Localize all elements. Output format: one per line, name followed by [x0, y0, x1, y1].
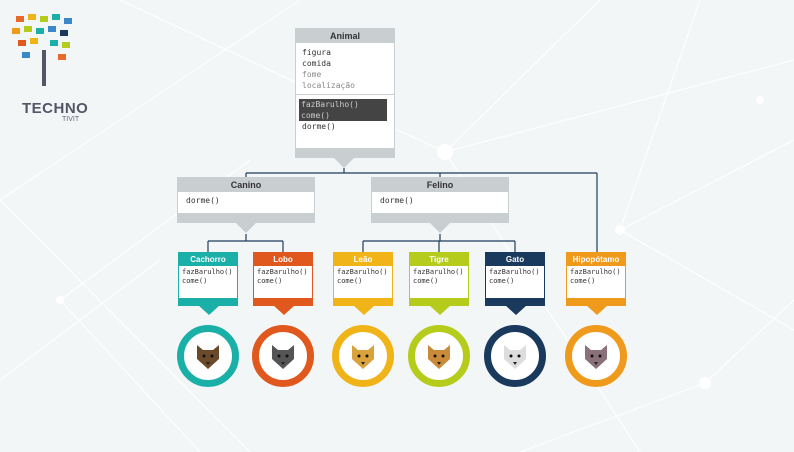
- method-dorme: dorme(): [302, 122, 336, 131]
- logo-tree-icon: [12, 14, 72, 86]
- leao-image-circle: [332, 325, 394, 387]
- class-felino-pointer: [429, 222, 451, 233]
- class-leao-title: Leão: [334, 253, 392, 266]
- class-tigre-footer: [410, 298, 468, 305]
- class-felino: Felino dorme(): [371, 177, 509, 223]
- class-cachorro-methods: fazBarulho()come(): [179, 266, 237, 288]
- felino-method-dorme: dorme(): [380, 196, 414, 205]
- attr-figura: figura: [302, 48, 331, 57]
- class-hipopotamo-pointer: [586, 305, 608, 315]
- class-gato-footer: [486, 298, 544, 305]
- class-leao-footer: [334, 298, 392, 305]
- lobo-method-fazbarulho: fazBarulho(): [257, 268, 308, 276]
- attr-fome: fome: [302, 70, 322, 79]
- class-leao-pointer: [353, 305, 375, 315]
- gato-face-icon: [504, 345, 526, 369]
- class-felino-footer: [372, 213, 508, 222]
- class-canino-footer: [178, 213, 314, 222]
- hipopotamo-method-fazbarulho: fazBarulho(): [570, 268, 621, 276]
- class-canino-pointer: [235, 222, 257, 233]
- class-hipopotamo-footer: [567, 298, 625, 305]
- logo-subtitle: TIVIT: [62, 116, 80, 123]
- class-gato-title: Gato: [486, 253, 544, 266]
- cachorro-image-circle: [177, 325, 239, 387]
- cachorro-method-come: come(): [182, 277, 208, 285]
- lobo-image-circle: [252, 325, 314, 387]
- class-canino-title: Canino: [178, 178, 314, 192]
- class-gato-methods: fazBarulho()come(): [486, 266, 544, 288]
- method-come: come(): [299, 110, 387, 121]
- class-animal-methods: fazBarulho() come() dorme(): [296, 95, 394, 136]
- techno-tivit-logo: TECHNO TIVIT: [8, 10, 89, 123]
- logo-title: TECHNO: [22, 100, 89, 117]
- hipopotamo-method-come: come(): [570, 277, 596, 285]
- class-tigre-pointer: [429, 305, 451, 315]
- lobo-method-come: come(): [257, 277, 283, 285]
- leao-face-icon: [352, 345, 374, 369]
- class-lobo-pointer: [273, 305, 295, 315]
- class-lobo-title: Lobo: [254, 253, 312, 266]
- attr-localizacao: localização: [302, 81, 355, 90]
- class-animal-footer: [296, 148, 394, 157]
- gato-image-circle: [484, 325, 546, 387]
- canino-method-dorme: dorme(): [186, 196, 220, 205]
- method-fazbarulho: fazBarulho(): [299, 99, 387, 110]
- class-canino: Canino dorme(): [177, 177, 315, 223]
- class-animal-attributes: figura comida fome localização: [296, 43, 394, 95]
- attr-comida: comida: [302, 59, 331, 68]
- class-cachorro-footer: [179, 298, 237, 305]
- leao-method-fazbarulho: fazBarulho(): [337, 268, 388, 276]
- hipopotamo-face-icon: [585, 345, 607, 369]
- tigre-method-fazbarulho: fazBarulho(): [413, 268, 464, 276]
- class-leao-methods: fazBarulho()come(): [334, 266, 392, 288]
- tigre-method-come: come(): [413, 277, 439, 285]
- class-cachorro-title: Cachorro: [179, 253, 237, 266]
- leao-method-come: come(): [337, 277, 363, 285]
- class-cachorro-pointer: [198, 305, 220, 315]
- class-animal: Animal figura comida fome localização fa…: [295, 28, 395, 158]
- lobo-face-icon: [272, 345, 294, 369]
- class-animal-title: Animal: [296, 29, 394, 43]
- gato-method-fazbarulho: fazBarulho(): [489, 268, 540, 276]
- tigre-face-icon: [428, 345, 450, 369]
- class-felino-title: Felino: [372, 178, 508, 192]
- class-lobo-methods: fazBarulho()come(): [254, 266, 312, 288]
- class-gato-pointer: [505, 305, 527, 315]
- hipopotamo-image-circle: [565, 325, 627, 387]
- class-animal-pointer: [333, 157, 355, 168]
- class-hipopotamo-title: Hipopótamo: [567, 253, 625, 266]
- cachorro-method-fazbarulho: fazBarulho(): [182, 268, 233, 276]
- class-hipopotamo-methods: fazBarulho()come(): [567, 266, 625, 288]
- tigre-image-circle: [408, 325, 470, 387]
- class-tigre-methods: fazBarulho()come(): [410, 266, 468, 288]
- class-tigre-title: Tigre: [410, 253, 468, 266]
- class-lobo-footer: [254, 298, 312, 305]
- cachorro-face-icon: [197, 345, 219, 369]
- gato-method-come: come(): [489, 277, 515, 285]
